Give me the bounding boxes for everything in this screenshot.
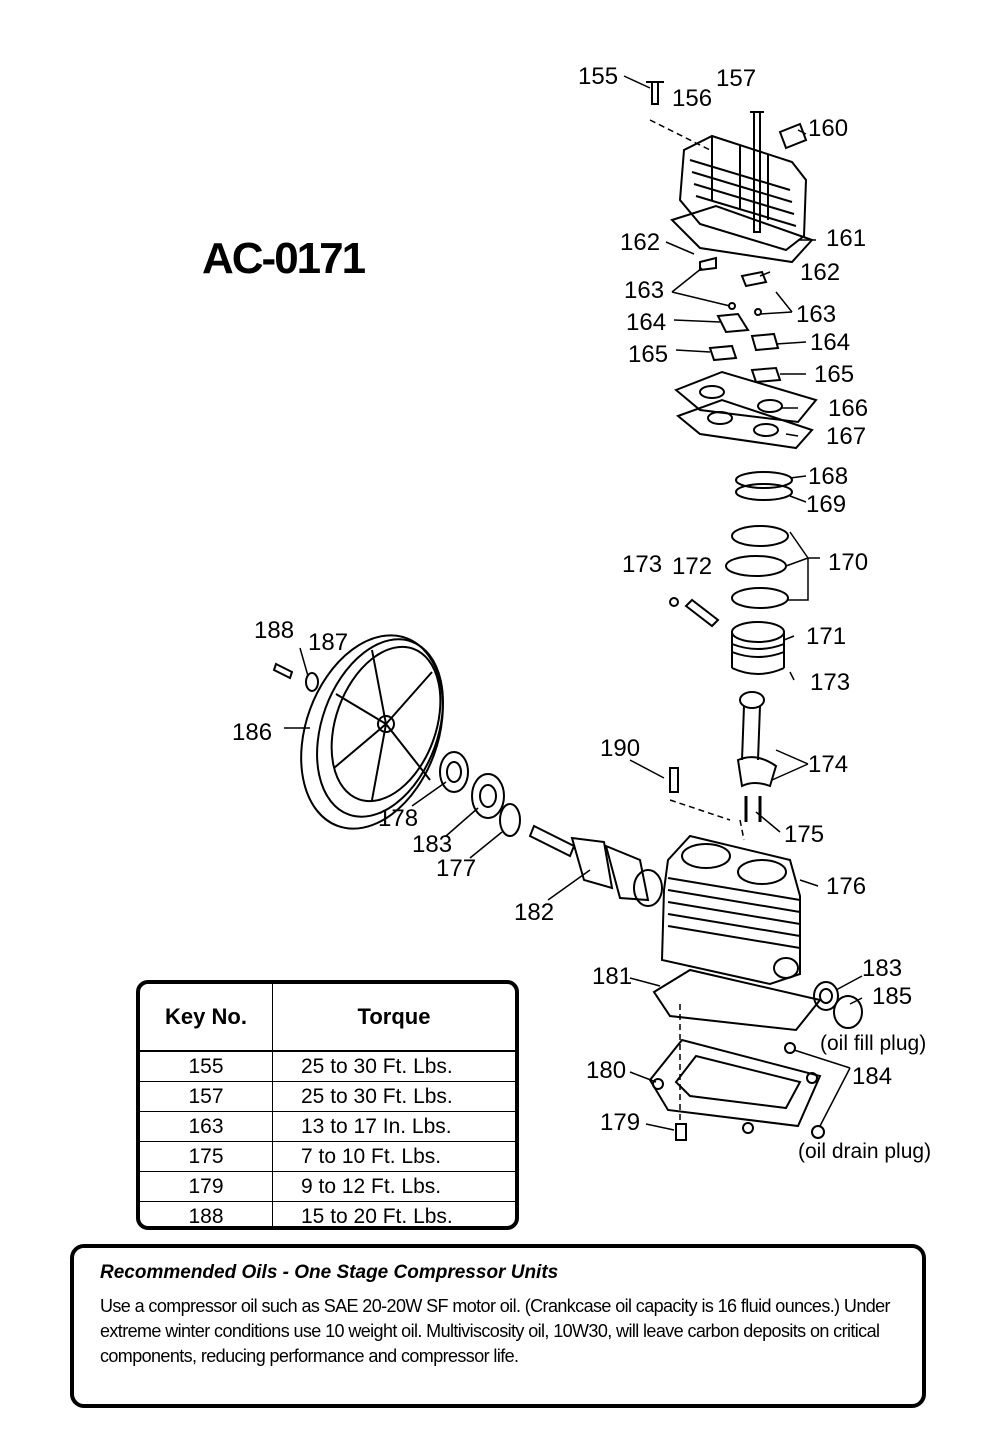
callout-155: 155: [578, 63, 618, 90]
connecting-rod-part: [736, 691, 778, 788]
table-row: 188 15 to 20 Ft. Lbs.: [140, 1201, 515, 1226]
callout-167: 167: [826, 423, 866, 450]
callout-162: 162: [800, 259, 840, 286]
oil-plugs-part: [784, 981, 863, 1139]
callout-181: 181: [592, 963, 632, 990]
torque-cell: 25 to 30 Ft. Lbs.: [272, 1050, 515, 1082]
header-key-no: Key No.: [140, 984, 273, 1052]
callout-183: 183: [862, 955, 902, 982]
callout-164: 164: [626, 309, 666, 336]
callout-168: 168: [808, 463, 848, 490]
callout-163: 163: [624, 277, 664, 304]
callout-174: 174: [808, 751, 848, 778]
recommended-oils-box: Recommended Oils - One Stage Compressor …: [70, 1244, 926, 1408]
oils-title: Recommended Oils - One Stage Compressor …: [100, 1262, 559, 1283]
callout-160: 160: [808, 115, 848, 142]
base-gasket-part: [652, 968, 822, 1032]
callout-190: 190: [600, 735, 640, 762]
bearing-seal-part: [439, 751, 521, 837]
oil-fill-plug-note: (oil fill plug): [820, 1032, 926, 1055]
callout-170: 170: [828, 549, 868, 576]
piston-rings-part: [725, 471, 793, 609]
model-number: AC-0171: [202, 234, 366, 283]
callout-188: 188: [254, 617, 294, 644]
base-plate-part: [648, 1038, 822, 1134]
key-no-cell: 163: [140, 1111, 273, 1142]
table-row: 163 13 to 17 In. Lbs.: [140, 1111, 515, 1142]
callout-165: 165: [628, 341, 668, 368]
oil-drain-plug-note: (oil drain plug): [798, 1140, 931, 1163]
callout-179: 179: [600, 1109, 640, 1136]
cylinder-head-part: [678, 134, 808, 252]
table-row: 157 25 to 30 Ft. Lbs.: [140, 1081, 515, 1112]
head-bolt-part: [646, 81, 664, 105]
callout-186: 186: [232, 719, 272, 746]
key-no-cell: 175: [140, 1141, 273, 1172]
callout-162: 162: [620, 229, 660, 256]
callout-165: 165: [814, 361, 854, 388]
callout-176: 176: [826, 873, 866, 900]
breather-part: [778, 122, 808, 150]
valve-plate-part: [674, 370, 818, 450]
callout-163: 163: [796, 301, 836, 328]
callout-173: 173: [622, 551, 662, 578]
callout-161: 161: [826, 225, 866, 252]
callout-169: 169: [806, 491, 846, 518]
wrist-pin-part: [669, 597, 720, 628]
torque-table: Key No. Torque 155 25 to 30 Ft. Lbs. 157…: [136, 980, 519, 1230]
oils-body: Use a compressor oil such as SAE 20-20W …: [100, 1296, 891, 1366]
callout-166: 166: [828, 395, 868, 422]
callout-173: 173: [810, 669, 850, 696]
callout-171: 171: [806, 623, 846, 650]
callout-187: 187: [308, 629, 348, 656]
torque-cell: 25 to 30 Ft. Lbs.: [272, 1081, 515, 1112]
key-no-cell: 179: [140, 1171, 273, 1202]
torque-table-header: Key No. Torque: [140, 984, 515, 1052]
callout-164: 164: [810, 329, 850, 356]
valve-parts: [699, 256, 782, 384]
callout-172: 172: [672, 553, 712, 580]
key-no-cell: 157: [140, 1081, 273, 1112]
callout-175: 175: [784, 821, 824, 848]
header-torque: Torque: [272, 984, 515, 1052]
callout-157: 157: [716, 65, 756, 92]
torque-cell: 13 to 17 In. Lbs.: [272, 1111, 515, 1142]
head-bolt-long-part: [750, 111, 764, 233]
torque-cell: 15 to 20 Ft. Lbs.: [272, 1201, 515, 1226]
key-no-cell: 188: [140, 1201, 273, 1226]
callout-185: 185: [872, 983, 912, 1010]
callout-177: 177: [436, 855, 476, 882]
callout-183: 183: [412, 831, 452, 858]
table-row: 155 25 to 30 Ft. Lbs.: [140, 1050, 515, 1082]
head-gasket-part: [670, 204, 814, 264]
callout-156: 156: [672, 85, 712, 112]
callout-180: 180: [586, 1057, 626, 1084]
piston-part: [731, 621, 785, 675]
table-row: 179 9 to 12 Ft. Lbs.: [140, 1171, 515, 1202]
key-no-cell: 155: [140, 1050, 273, 1082]
callout-178: 178: [378, 805, 418, 832]
flywheel-part: [300, 634, 444, 830]
crankshaft-part: [528, 824, 663, 907]
table-row: 175 7 to 10 Ft. Lbs.: [140, 1141, 515, 1172]
torque-cell: 7 to 10 Ft. Lbs.: [272, 1141, 515, 1172]
flywheel-bolt-part: [272, 662, 319, 692]
callout-182: 182: [514, 899, 554, 926]
dowel-part: [669, 767, 679, 793]
torque-cell: 9 to 12 Ft. Lbs.: [272, 1171, 515, 1202]
crankcase-part: [660, 834, 801, 986]
callout-184: 184: [852, 1063, 892, 1090]
